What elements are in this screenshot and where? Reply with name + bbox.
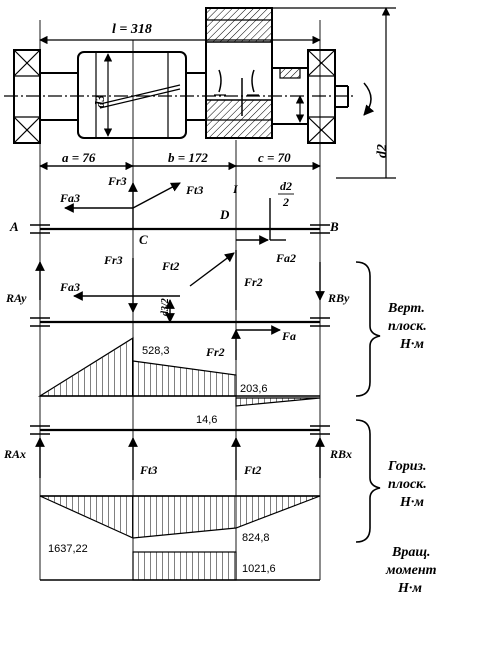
torque-unit: Н·м: [397, 581, 422, 596]
label-Ft2-h: Ft2: [243, 463, 261, 477]
moment-528: 528,3: [142, 345, 170, 357]
label-Ft2: Ft2: [161, 259, 179, 273]
label-RAy: RAy: [5, 291, 27, 305]
label-Fr2-top: Fr2: [243, 275, 263, 289]
vertical-moment-diagram: [37, 336, 321, 407]
dim-l: l = 318: [112, 22, 152, 37]
moment-1021: 1021,6: [242, 563, 276, 575]
moment-203: 203,6: [240, 383, 268, 395]
label-Ft3-top: Ft3: [185, 183, 203, 197]
dim-a: a = 76: [62, 150, 96, 165]
hor-plane-unit: Н·м: [399, 495, 424, 510]
pinion-gear: [77, 51, 187, 139]
braces: [355, 261, 381, 543]
label-Fa2: Fa2: [275, 251, 296, 265]
dim-d2: d2: [375, 144, 390, 158]
point-B: B: [329, 219, 339, 234]
hor-plane-title: Гориз.: [387, 459, 426, 474]
point-C: C: [139, 232, 148, 247]
label-Fr2-bottom: Fr2: [205, 345, 225, 359]
label-Ft3: Ft3: [139, 463, 157, 477]
label-Fr3: Fr3: [103, 253, 123, 267]
shaft-assembly: [4, 7, 396, 580]
torque-title: Вращ.: [391, 545, 431, 560]
label-Fa3: Fa3: [59, 280, 80, 294]
vert-plane-unit: Н·м: [399, 337, 424, 352]
moment-824: 824,8: [242, 532, 270, 544]
horizontal-moment-diagram: [39, 495, 321, 539]
label-Fr3-top: Fr3: [107, 174, 127, 188]
horizontal-plane-scheme: [30, 425, 330, 480]
vert-plane-title: Верт.: [387, 301, 425, 316]
label-RBx: RBx: [329, 447, 352, 461]
force-scheme: [30, 182, 330, 245]
label-Fa: Fa: [281, 329, 296, 343]
label-d2-den: 2: [282, 195, 289, 209]
moment-14: 14,6: [196, 414, 217, 426]
hor-plane-sub: плоск.: [388, 477, 427, 492]
label-RBy: RBy: [327, 291, 350, 305]
point-A: A: [9, 219, 19, 234]
torque-diagram: [40, 551, 320, 581]
vert-plane-sub: плоск.: [388, 319, 427, 334]
torque-sub: момент: [385, 563, 437, 578]
moment-1637: 1637,22: [48, 543, 88, 555]
label-d2-num: d2: [280, 179, 292, 193]
point-D: D: [219, 207, 230, 222]
dim-b: b = 172: [168, 150, 208, 165]
label-Fa3-top: Fa3: [59, 191, 80, 205]
dim-c: c = 70: [258, 150, 291, 165]
dim-d3: d3: [92, 95, 107, 109]
label-I: I: [232, 182, 239, 196]
vertical-plane-scheme: [30, 250, 330, 360]
label-d3-half: d3/2: [160, 298, 171, 316]
label-RAx: RAx: [3, 447, 26, 461]
